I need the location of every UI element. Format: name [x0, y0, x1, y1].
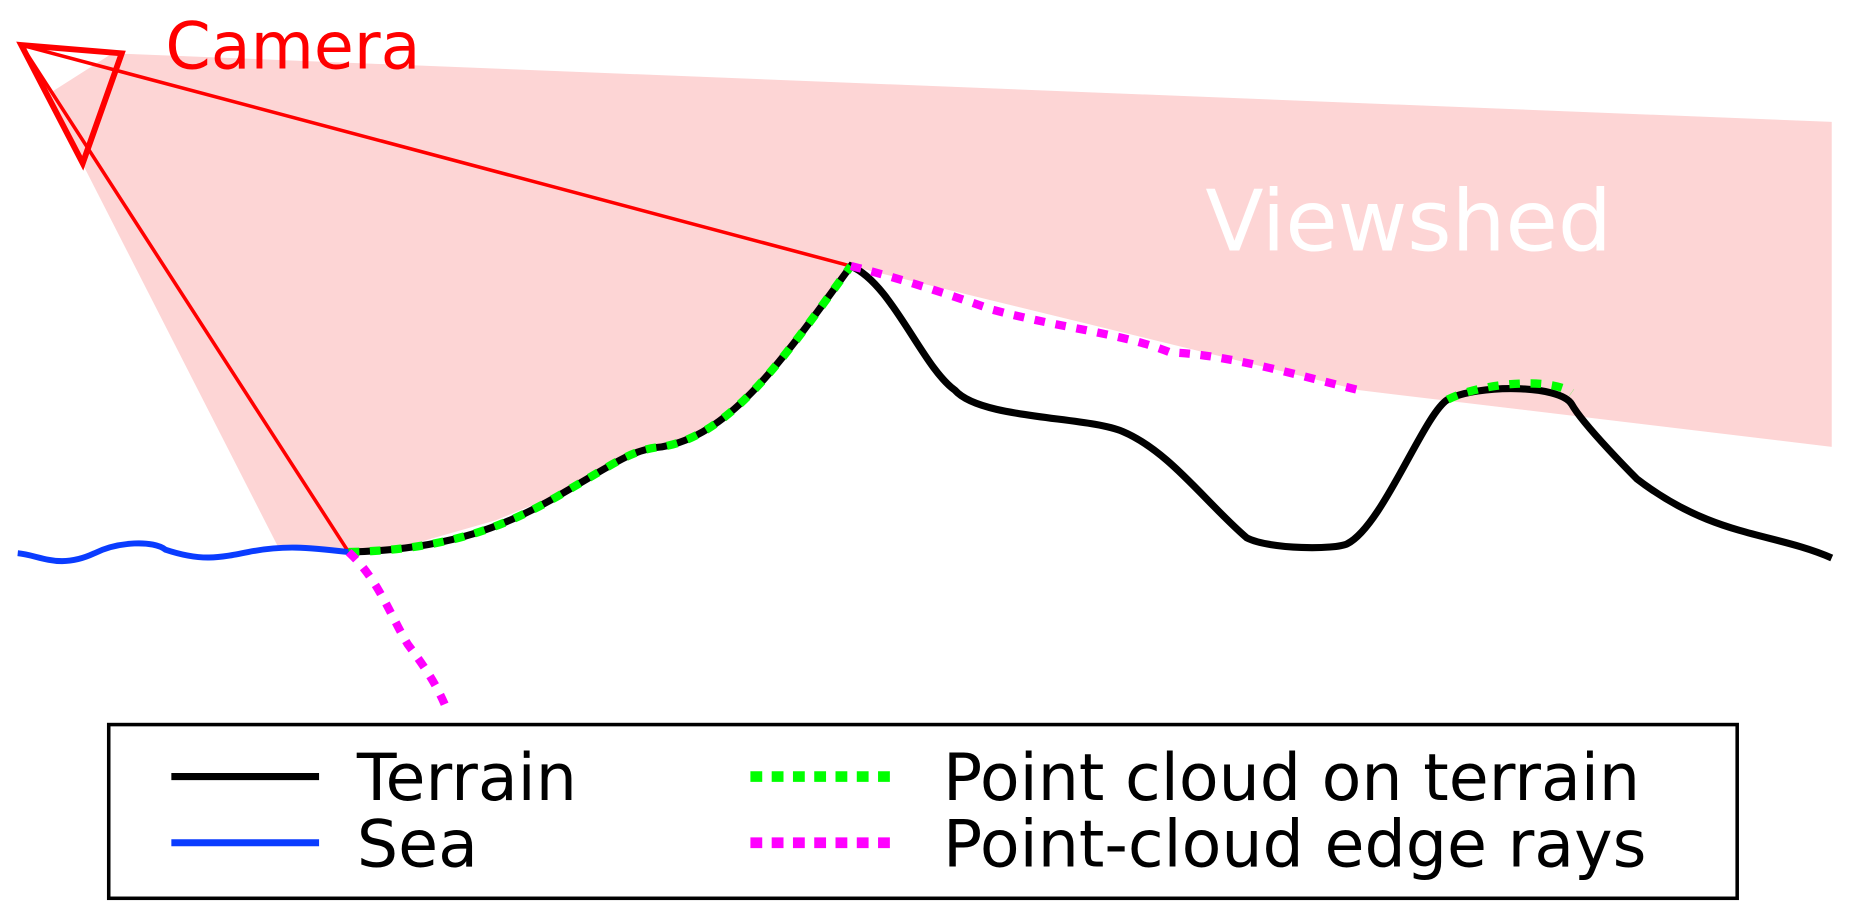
point-cloud-terrain-left: [348, 263, 855, 557]
sea-line: [17, 540, 349, 565]
legend-terrain-label: Terrain: [356, 741, 577, 816]
camera-icon: [16, 41, 126, 171]
legend-sea-label: Sea: [357, 807, 478, 882]
edge-ray-lower: [345, 548, 451, 711]
viewshed-area: [47, 53, 1832, 553]
legend-box: [106, 722, 1739, 901]
camera-label: Camera: [165, 10, 420, 85]
camera-ray-lower: [19, 44, 351, 554]
legend-point-cloud-label: Point cloud on terrain: [943, 741, 1640, 816]
camera-ray-upper: [20, 43, 852, 268]
legend-edge-rays-label: Point-cloud edge rays: [943, 807, 1646, 882]
viewshed-label: Viewshed: [1205, 173, 1611, 272]
legend: Terrain Sea Point cloud on terrain Point…: [106, 722, 1739, 901]
point-cloud-terrain-right: [1445, 379, 1575, 404]
edge-ray-upper: [849, 262, 1360, 395]
